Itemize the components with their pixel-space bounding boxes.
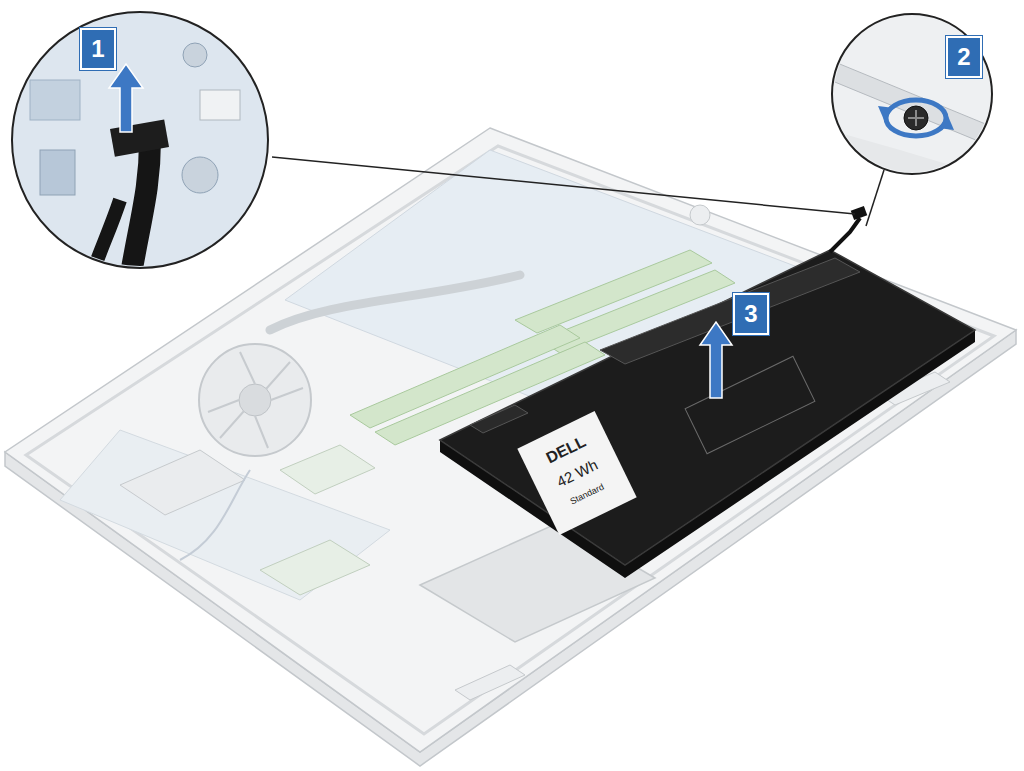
leader-line: [272, 157, 855, 214]
fan: [199, 344, 311, 456]
heat-pipe: [270, 275, 520, 330]
antenna-cable: [180, 470, 250, 560]
inset-detail: [830, 60, 1000, 200]
wwan-card: [120, 450, 245, 515]
rotate-arrow-head: [878, 106, 894, 120]
pull-arrow: [109, 64, 143, 132]
board-chip: [40, 150, 75, 195]
board-chip: [200, 90, 240, 120]
screw-slot: [908, 110, 924, 126]
speaker: [455, 665, 525, 700]
callout-number: 2: [946, 36, 982, 78]
callout-number: 1: [80, 28, 116, 70]
fan-blades: [208, 352, 303, 448]
lift-arrow: [700, 322, 732, 398]
leader-line: [866, 170, 884, 226]
motherboard-lower: [60, 430, 390, 600]
callout-number: 3: [733, 293, 769, 335]
inset-detail: [30, 43, 240, 280]
cable-connector: [110, 120, 169, 157]
battery-corner: [830, 130, 1000, 200]
battery-sticker: [517, 411, 636, 535]
screw: [904, 106, 928, 130]
battery-connector: [851, 206, 868, 220]
ssd-card: [260, 540, 370, 595]
battery-cable: [130, 140, 150, 280]
board-chip: [30, 80, 80, 120]
rotate-arrow: [886, 100, 946, 136]
battery-symbol-area: [685, 356, 815, 454]
battery-reserved-label: [470, 405, 528, 433]
battery-cable: [90, 200, 120, 280]
board-screw: [183, 43, 207, 67]
rotate-arrow-head: [938, 116, 954, 130]
coin-cell: [690, 205, 710, 225]
battery-warning-band: [600, 258, 860, 364]
wlan-card: [280, 445, 375, 494]
board-component: [182, 157, 218, 193]
battery-cable: [830, 218, 860, 252]
battery: [440, 250, 975, 565]
